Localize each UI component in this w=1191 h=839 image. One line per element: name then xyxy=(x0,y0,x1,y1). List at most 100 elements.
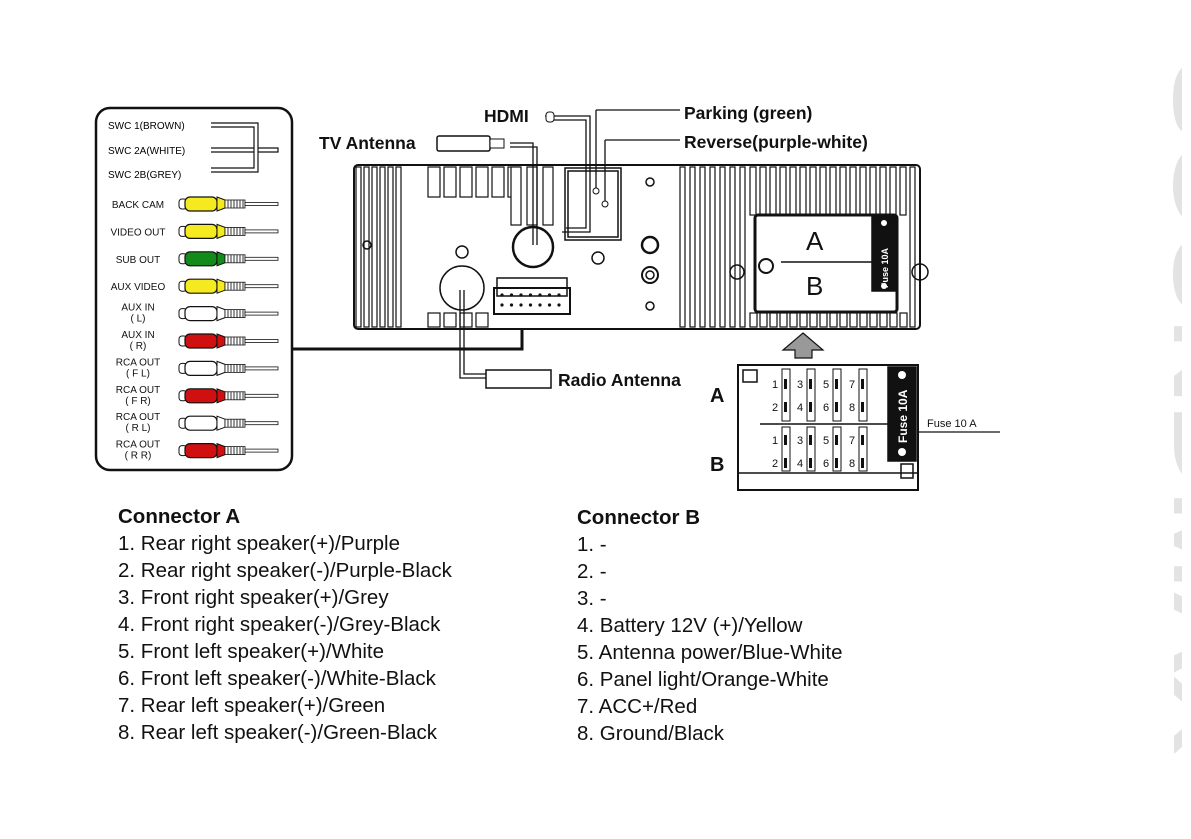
fuse-screw-icon xyxy=(881,220,887,226)
rca-collar xyxy=(216,305,226,322)
heat-fin xyxy=(769,312,778,328)
pin-number: 7 xyxy=(849,435,855,447)
tv-antenna-plug xyxy=(436,135,491,152)
pin-contact xyxy=(809,435,812,445)
fuse-holder xyxy=(871,216,897,292)
heat-fin xyxy=(475,166,489,198)
tv-antenna-plug-neck xyxy=(489,138,505,149)
heat-fin xyxy=(849,166,857,216)
rca-cable xyxy=(244,393,279,398)
radio-antenna-label: Radio Antenna xyxy=(558,370,681,390)
pin-contact xyxy=(861,402,864,412)
heat-fin xyxy=(526,166,538,226)
rca-plug: RCA OUT( R L) xyxy=(116,412,279,434)
rca-cable xyxy=(244,448,279,453)
rca-collar xyxy=(216,251,226,267)
socket-label-b: B xyxy=(806,271,823,301)
fuse-screw-icon xyxy=(898,371,906,379)
heat-fin xyxy=(679,166,686,328)
pin-number: 3 xyxy=(797,379,803,391)
tv-antenna-label: TV Antenna xyxy=(319,133,416,153)
list-item: 7. ACC+/Red xyxy=(577,695,698,718)
heat-fin xyxy=(739,166,746,328)
heat-fin xyxy=(779,312,788,328)
parking-label: Parking (green) xyxy=(684,103,812,123)
pin-contact xyxy=(861,435,864,445)
rca-cable xyxy=(244,229,279,234)
hdmi-label: HDMI xyxy=(484,106,529,126)
connector-slot xyxy=(832,426,842,472)
heat-fin xyxy=(759,312,768,328)
fuse-screw-icon xyxy=(898,448,906,456)
radio-antenna-socket xyxy=(439,265,485,311)
rca-cable xyxy=(244,366,279,371)
heat-fin xyxy=(859,166,867,216)
rca-label: SUB OUT xyxy=(116,255,160,266)
pin-contact xyxy=(784,379,787,389)
rca-body xyxy=(184,333,218,349)
rca-label: VIDEO OUT xyxy=(110,227,165,238)
rca-label: RCA OUT xyxy=(116,385,160,396)
list-item: 5. Antenna power/Blue-White xyxy=(577,641,843,664)
rca-body xyxy=(184,251,218,267)
rca-collar xyxy=(216,388,226,404)
heat-fin xyxy=(387,166,394,328)
heat-fin xyxy=(510,166,522,226)
reverse-label: Reverse(purple-white) xyxy=(684,132,868,152)
rca-label: RCA OUT xyxy=(116,357,160,368)
rca-body xyxy=(184,388,218,404)
rca-body xyxy=(184,223,218,239)
heat-fin xyxy=(443,312,457,328)
swc-wires xyxy=(211,122,279,173)
screw-hole xyxy=(645,301,655,311)
iso-socket xyxy=(753,213,899,314)
pin-dot xyxy=(528,303,533,307)
connector-slot xyxy=(781,426,791,472)
rca-body xyxy=(184,278,218,294)
rca-label-sub: ( R L) xyxy=(126,423,151,434)
jack xyxy=(640,235,660,255)
rca-label-sub: ( F R) xyxy=(125,396,151,407)
heat-fin xyxy=(699,166,706,328)
screw-hole xyxy=(455,245,469,259)
rca-cable xyxy=(244,311,279,316)
rca-plug: AUX VIDEO xyxy=(111,278,279,294)
iso-latch xyxy=(742,369,758,383)
rca-panel: SWC 1(BROWN) SWC 2A(WHITE) SWC 2B(GREY) … xyxy=(94,106,294,472)
rca-label-sub: ( R) xyxy=(130,341,147,352)
rca-cable xyxy=(244,202,279,206)
list-item: 6. Panel light/Orange-White xyxy=(577,668,829,691)
rca-body xyxy=(184,415,218,431)
rca-label: AUX IN xyxy=(121,303,154,314)
heat-fin xyxy=(689,166,696,328)
connector-slot xyxy=(858,368,868,422)
heat-fin xyxy=(355,166,362,328)
rca-collar xyxy=(216,415,226,431)
list-item: 3. Front right speaker(+)/Grey xyxy=(118,586,389,609)
rca-cable xyxy=(244,284,279,289)
heat-fin xyxy=(839,312,848,328)
pin-number: 1 xyxy=(772,379,778,391)
rca-label-sub: ( R R) xyxy=(125,451,152,462)
radio-antenna-plug xyxy=(485,369,552,389)
heat-fin xyxy=(889,166,897,216)
heat-fin xyxy=(859,312,868,328)
pin-contact xyxy=(861,458,864,468)
rca-plug: RCA OUT( F R) xyxy=(116,385,279,407)
brand-name: SOUNDMAX xyxy=(1155,60,1182,755)
rca-label: BACK CAM xyxy=(112,200,164,211)
mount-hole xyxy=(362,240,372,250)
rca-plug: BACK CAM xyxy=(112,196,279,212)
heat-fin xyxy=(769,166,777,216)
pin-contact xyxy=(835,379,838,389)
list-item: 8. Rear left speaker(-)/Green-Black xyxy=(118,721,438,744)
mount-hole xyxy=(911,263,929,281)
panel-connection-line xyxy=(292,325,524,351)
rca-plug: VIDEO OUT xyxy=(110,223,279,240)
reverse-wire-end xyxy=(601,200,609,208)
rca-plug: AUX IN( L) xyxy=(121,303,279,325)
heat-fin xyxy=(909,166,916,328)
list-item: 3. - xyxy=(577,587,607,610)
pin-number: 2 xyxy=(772,458,778,470)
pin-contact xyxy=(835,435,838,445)
